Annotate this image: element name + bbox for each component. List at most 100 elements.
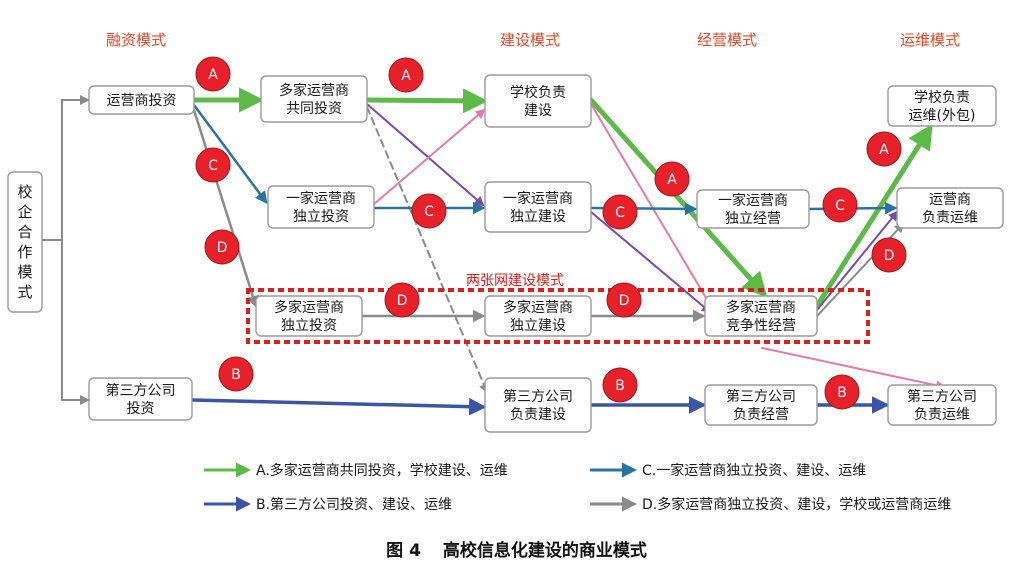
node-label-line: 独立投资 — [293, 209, 349, 225]
node-label-line: 负责经营 — [733, 407, 789, 423]
header-operation: 经营模式 — [697, 31, 757, 49]
badge-letter: D — [217, 240, 228, 256]
badge-a: A — [866, 131, 902, 167]
node-label-line: 第三方公司 — [726, 388, 796, 405]
two-network-label: 两张网建设模式 — [466, 273, 564, 289]
badge-d: D — [871, 237, 907, 273]
header-construction: 建设模式 — [500, 31, 560, 49]
node-label-line: 竞争性经营 — [726, 317, 796, 334]
node-label-line: 多家运营商 — [503, 299, 573, 316]
badge-letter: C — [615, 205, 625, 221]
node-label-line: 共同投资 — [286, 101, 342, 117]
badge-letter: A — [401, 68, 411, 84]
edges-layer — [41, 87, 946, 416]
node-root-label: 校企合作模式 — [17, 183, 32, 301]
badge-letter: D — [397, 293, 408, 309]
badge-b: B — [824, 374, 860, 410]
edge-compete-to-operator-maintain — [816, 210, 899, 311]
legend-label: B.第三方公司投资、建设、运维 — [256, 496, 452, 513]
node-label-line: 投资 — [127, 401, 155, 417]
badge-letter: C — [424, 204, 434, 220]
badge-letter: C — [208, 158, 218, 174]
node-label-line: 建设 — [524, 103, 552, 119]
two-network-frame — [246, 288, 870, 344]
badge-a: A — [195, 56, 231, 92]
node-operator-invest: 运营商投资 — [88, 85, 195, 115]
figure-title: 高校信息化建设的商业模式 — [442, 541, 647, 561]
node-label-line: 独立建设 — [510, 318, 566, 334]
edge-a-multi-joint-to-school-build — [364, 88, 488, 114]
node-label-line: 学校负责 — [510, 84, 566, 101]
node-root: 校企合作模式 — [7, 171, 43, 313]
node-third-party-invest: 第三方公司投资 — [88, 377, 193, 421]
badge-letter: D — [619, 293, 630, 309]
edge-a-compete-to-school-maintain — [814, 123, 933, 309]
node-label-line: 负责运维 — [922, 210, 978, 226]
node-label-line: 运营商 — [929, 192, 971, 208]
node-label-line: 第三方公司 — [106, 382, 176, 399]
edge-multi-joint-to-single-build — [366, 103, 485, 207]
badge-c: C — [411, 193, 447, 229]
two-network-frame-layer: 两张网建设模式 — [246, 273, 870, 344]
badge-letter: A — [208, 67, 218, 83]
badge-c: C — [602, 194, 638, 230]
badge-letter: A — [667, 172, 677, 188]
node-multi-joint-invest: 多家运营商共同投资 — [260, 75, 368, 123]
figure-caption: 图 4 高校信息化建设的商业模式 — [0, 536, 1033, 561]
node-label-line: 独立经营 — [725, 211, 781, 227]
node-label-line: 运维(外包) — [909, 108, 976, 124]
column-headers: 融资模式 建设模式 经营模式 运维模式 — [106, 31, 960, 49]
badge-d: D — [384, 282, 420, 318]
badge-letter: B — [837, 385, 847, 401]
node-label-line: 一家运营商 — [286, 190, 356, 207]
badge-letter: B — [615, 378, 625, 394]
badge-letter: C — [835, 198, 845, 214]
edge-school-build-to-compete-pink — [590, 103, 714, 310]
node-label-line: 多家运营商 — [279, 82, 349, 99]
node-label-line: 一家运营商 — [718, 192, 788, 209]
node-multi-indep-invest: 多家运营商独立投资 — [255, 295, 363, 337]
legend-item-c: C.一家运营商独立投资、建设、运维 — [590, 462, 866, 479]
badge-b: B — [218, 356, 254, 392]
legend-label: D.多家运营商独立投资、建设，学校或运营商运维 — [642, 496, 951, 513]
node-label-line: 多家运营商 — [726, 299, 796, 316]
legend-item-a: A.多家运营商共同投资，学校建设、运维 — [204, 462, 508, 479]
node-label-line: 多家运营商 — [274, 299, 344, 316]
badge-letter: A — [879, 142, 889, 158]
header-maintenance: 运维模式 — [900, 31, 960, 49]
edge-b-third-invest-to-build — [190, 397, 487, 416]
node-label-line: 负责运维 — [914, 407, 970, 423]
edge-d-operator-to-multi-indep — [192, 108, 259, 309]
header-financing: 融资模式 — [106, 31, 166, 49]
legend-item-d: D.多家运营商独立投资、建设，学校或运营商运维 — [590, 496, 951, 513]
node-label-line: 独立建设 — [510, 209, 566, 225]
edge-compete-to-third-maintain — [761, 347, 946, 391]
badge-letter: B — [231, 367, 241, 383]
badge-b: B — [602, 367, 638, 403]
legend-label: A.多家运营商共同投资，学校建设、运维 — [256, 462, 508, 479]
badge-c: C — [822, 187, 858, 223]
badge-d: D — [606, 282, 642, 318]
node-label-line: 第三方公司 — [907, 388, 977, 405]
node-label-line: 第三方公司 — [503, 388, 573, 405]
edge-single-build-to-compete — [590, 211, 712, 314]
badge-d: D — [204, 229, 240, 265]
badge-a: A — [388, 57, 424, 93]
node-label-line: 独立投资 — [281, 318, 337, 334]
figure-number: 图 4 — [386, 541, 421, 561]
node-label-line: 运营商投资 — [107, 93, 177, 109]
badges-layer: A A A A C C C C D D D D B B B — [195, 56, 907, 410]
legend: A.多家运营商共同投资，学校建设、运维 C.一家运营商独立投资、建设、运维 B.第三… — [204, 462, 951, 513]
legend-label: C.一家运营商独立投资、建设、运维 — [642, 462, 866, 479]
node-label-line: 一家运营商 — [503, 190, 573, 207]
